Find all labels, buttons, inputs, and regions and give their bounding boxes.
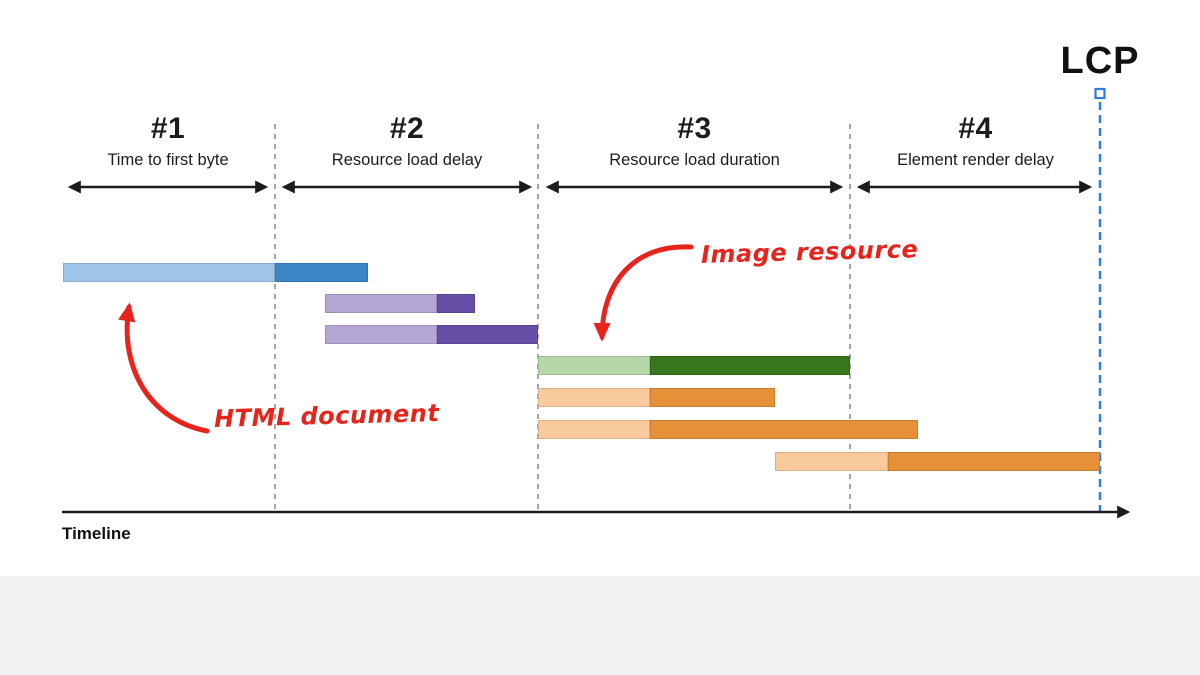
phase-2-header: #2 Resource load delay bbox=[281, 112, 533, 170]
bar-segment-dark bbox=[650, 356, 850, 375]
bar-script bbox=[538, 388, 775, 407]
bar-segment-dark bbox=[275, 263, 368, 282]
annotation-arrows bbox=[118, 244, 694, 434]
html-document-annotation: HTML document bbox=[213, 399, 440, 433]
phase-number: #2 bbox=[389, 112, 425, 145]
phase-number: #3 bbox=[677, 112, 712, 145]
bar-segment-dark bbox=[437, 294, 475, 313]
bar-segment-light bbox=[538, 356, 650, 375]
phase-label: Resource load duration bbox=[609, 151, 780, 169]
bar-segment-dark bbox=[888, 452, 1100, 471]
bar-stylesheet bbox=[325, 325, 538, 344]
bar-document bbox=[63, 263, 368, 282]
bar-segment-light bbox=[63, 263, 275, 282]
bar-segment-light bbox=[538, 388, 650, 407]
phase-divider-lines bbox=[274, 124, 851, 512]
phase-label: Resource load delay bbox=[331, 151, 483, 169]
phase-number: #1 bbox=[150, 112, 186, 145]
bar-segment-light bbox=[775, 452, 888, 471]
timeline-axis-label: Timeline bbox=[62, 524, 131, 543]
bar-segment-light bbox=[325, 294, 437, 313]
image-resource-arrow bbox=[593, 244, 694, 342]
bar-segment-light bbox=[538, 420, 650, 439]
bar-segment-light bbox=[325, 325, 437, 344]
bar-segment-dark bbox=[650, 388, 775, 407]
bar-stylesheet bbox=[325, 294, 475, 313]
html-document-arrow bbox=[118, 302, 210, 434]
phase-4-header: #4 Element render delay bbox=[856, 112, 1095, 170]
phase-number: #4 bbox=[958, 112, 993, 145]
bar-script bbox=[775, 452, 1100, 471]
phase-label: Element render delay bbox=[897, 151, 1054, 169]
lcp-title: LCP bbox=[1060, 40, 1140, 82]
bar-image bbox=[538, 356, 850, 375]
legend-bar: Document Stylesheet Script Image bbox=[0, 576, 1200, 675]
lcp-square-icon bbox=[1094, 87, 1106, 100]
bar-script bbox=[538, 420, 918, 439]
phase-3-header: #3 Resource load duration bbox=[544, 112, 845, 170]
bar-segment-dark bbox=[650, 420, 918, 439]
phase-1-header: #1 Time to first byte bbox=[63, 112, 273, 170]
image-resource-annotation: Image resource bbox=[700, 235, 919, 269]
phase-label: Time to first byte bbox=[107, 151, 229, 169]
lcp-marker-line bbox=[1094, 87, 1106, 512]
bar-segment-dark bbox=[437, 325, 538, 344]
